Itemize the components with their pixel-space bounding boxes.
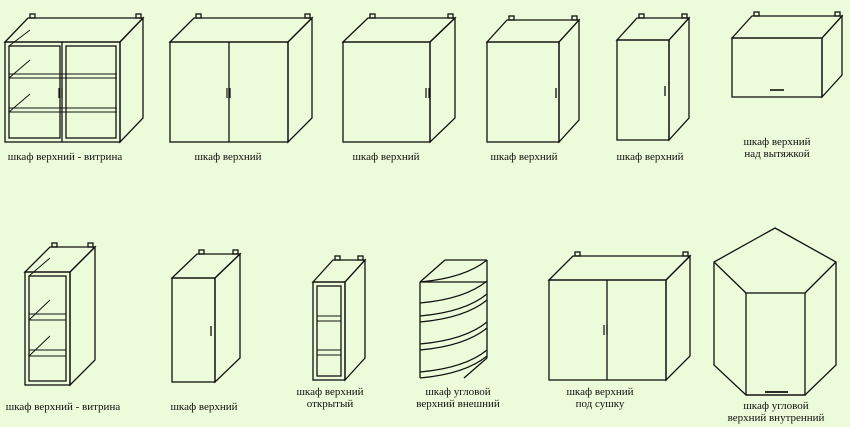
cabinet-9-hook — [334, 255, 341, 261]
cabinet-3-side — [429, 16, 456, 144]
cabinet-3-top — [341, 17, 457, 43]
label-cabinet-8: шкаф верхний — [170, 401, 238, 413]
cabinet-10-shelf-arc — [419, 321, 488, 345]
cabinet-10-shelf-arc — [419, 349, 488, 373]
cabinet-11-hook — [682, 251, 689, 257]
inner-edge — [28, 335, 51, 357]
cabinet-11-hook — [574, 251, 581, 257]
cabinet-7-top — [23, 246, 97, 273]
cabinet-3-hook — [447, 13, 454, 19]
cabinet-1-hook — [135, 13, 142, 19]
inner-edge — [8, 93, 31, 113]
cabinet-10-shelf-arc — [419, 327, 488, 351]
cabinet-10-shelf-arc — [419, 280, 488, 304]
inner-edge — [8, 59, 31, 79]
label-cabinet-7: шкаф верхний - витрина — [5, 401, 121, 413]
cabinet-7-front — [24, 271, 71, 386]
cabinet-4-hook — [508, 15, 515, 21]
cabinet-4-top — [485, 19, 581, 43]
cabinet-10-top-edge — [419, 259, 446, 283]
inner-edge — [28, 299, 51, 321]
cabinet-7-hook — [51, 242, 58, 248]
cabinet-10-bottom-edge — [463, 357, 488, 379]
cabinet-5-hook — [681, 13, 688, 19]
cabinet-5-hook — [638, 13, 645, 19]
cabinet-10-shelf-arc — [419, 293, 488, 317]
cabinet-1-hook — [29, 13, 36, 19]
cabinet-10-shelf-arc — [419, 355, 488, 379]
cabinet-7-side — [69, 245, 96, 387]
cabinet-4-front — [486, 41, 560, 143]
inner-edge — [8, 29, 31, 47]
label-cabinet-2: шкаф верхний — [194, 151, 262, 163]
cabinet-8-top — [170, 253, 242, 279]
label-cabinet-3: шкаф верхний — [352, 151, 420, 163]
cabinet-4-hook — [571, 15, 578, 21]
cabinet-12-door — [745, 292, 806, 396]
cabinet-6-side — [821, 14, 843, 99]
cabinet-2-side — [287, 16, 313, 144]
glass-frame — [28, 275, 67, 382]
label-cabinet-1: шкаф верхний - витрина — [7, 151, 123, 163]
cabinet-1-top — [3, 17, 145, 43]
cabinet-9-top — [311, 259, 367, 283]
cabinet-6-front — [731, 37, 823, 98]
cabinet-10-shelf-arc — [419, 299, 488, 323]
cabinet-11-side — [665, 254, 691, 382]
cabinet-7-hook — [87, 242, 94, 248]
cabinet-12-edge — [713, 261, 747, 294]
cabinet-3-hook — [369, 13, 376, 19]
label-cabinet-5: шкаф верхний — [616, 151, 684, 163]
glass-frame — [65, 45, 117, 139]
cabinet-5-front — [616, 39, 670, 141]
cabinet-9-hook — [357, 255, 364, 261]
open-frame — [316, 285, 342, 377]
cabinet-3-front — [342, 41, 431, 143]
cabinet-8-hook — [198, 249, 205, 255]
cabinet-9-side — [344, 258, 366, 382]
cabinet-10-shelf-arc — [419, 259, 488, 283]
glass-frame — [8, 45, 61, 139]
cabinet-8-side — [214, 252, 241, 384]
cabinet-2-hook — [195, 13, 202, 19]
cabinet-2-hook — [304, 13, 311, 19]
label-cabinet-4: шкаф верхний — [490, 151, 558, 163]
cabinet-4-side — [558, 18, 580, 144]
cabinet-6-hook — [834, 11, 841, 17]
cabinet-8-hook — [232, 249, 239, 255]
cabinet-1-side — [119, 16, 144, 144]
cabinet-9-front — [312, 281, 346, 381]
cabinet-12-edge — [804, 261, 837, 294]
cabinet-5-side — [668, 16, 690, 142]
cabinet-12-outline — [713, 227, 837, 396]
cabinet-6-hook — [753, 11, 760, 17]
cabinet-8-front — [171, 277, 216, 383]
inner-edge — [28, 257, 51, 277]
